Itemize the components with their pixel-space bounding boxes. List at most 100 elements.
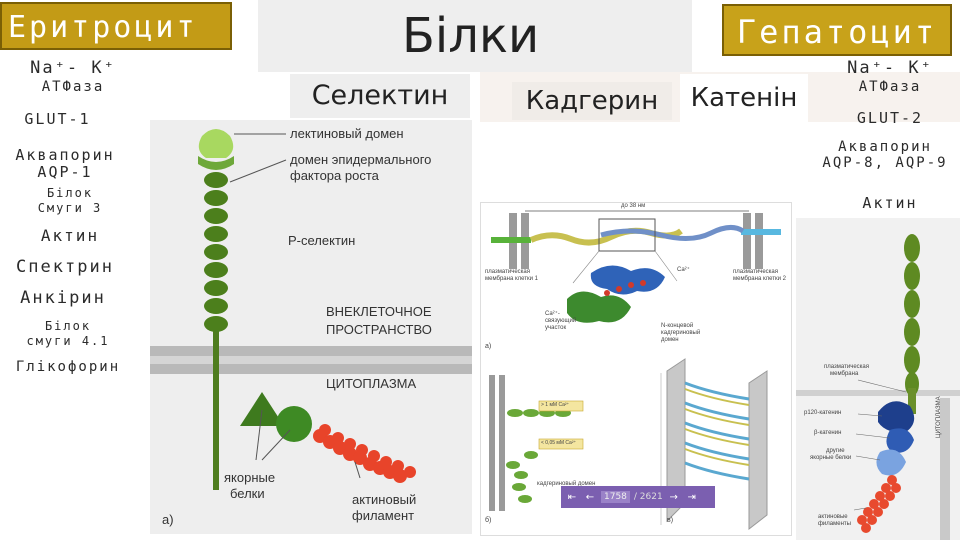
catenin-actin-label-1: актиновые (818, 514, 848, 520)
last-page-icon[interactable]: ⇥ (687, 491, 696, 503)
membrane-lower-band (150, 364, 472, 374)
catenin-membrane-label-2: мембрана (830, 371, 859, 377)
other-anchor-proteins (876, 449, 906, 476)
membrane-cell1-label-2: мембрана клетки 1 (485, 276, 539, 282)
lectin-domain-label: лектиновый домен (290, 126, 404, 141)
cadherin-beads-lower (506, 451, 538, 503)
cadherin-blue-end (741, 229, 781, 235)
selectin-heading: Селектин (290, 74, 470, 118)
membrane-upper-band (150, 346, 472, 356)
n-domain-label-1: N-концевой (661, 323, 694, 329)
ca-binding-label-3: участок (545, 325, 567, 331)
catenin-svg (796, 234, 960, 540)
calcium-high-label: > 1 мМ Ca²⁺ (541, 402, 570, 408)
cadherin-strand-blue (600, 225, 745, 241)
center-top-band (258, 0, 692, 72)
cadherin-panel-a-label: а) (485, 343, 492, 350)
n-domain-label-3: домен (661, 337, 679, 343)
anchor-label-2: белки (230, 486, 265, 501)
label-glut1: GLUT-1 (24, 110, 91, 128)
label-aquaporin-right: Аквапорин (838, 139, 932, 155)
ca-binding-blue (590, 265, 665, 295)
calcium-label: Ca²⁺ (677, 267, 690, 273)
cadherin-panel-b-label: б) (485, 517, 492, 524)
next-page-icon[interactable]: → (669, 491, 678, 503)
membrane-3d-right (748, 370, 768, 531)
panel-a-label: а) (162, 512, 174, 527)
catenin-heading: Катенін (680, 74, 808, 122)
catenin-membrane-label-1: плазматическая (824, 364, 870, 370)
p-selectin-label: P-селектин (288, 233, 356, 248)
ca-binding-label-1: Ca²⁺- (545, 311, 560, 317)
egf-beads (204, 172, 228, 332)
label-spectrin: Спектрин (16, 257, 114, 277)
catenin-membrane-b (796, 390, 960, 396)
page-number-input[interactable]: 1758 (601, 491, 630, 503)
page-total: / 2621 (633, 492, 663, 502)
label-band41-a: Білок (44, 319, 92, 333)
ca-ions (604, 280, 646, 296)
label-atpase: АТФаза (41, 79, 105, 95)
lectin-domain (198, 129, 234, 158)
ca-binding-green (567, 291, 631, 323)
membrane-cell2-label-2: мембрана клетки 2 (733, 276, 787, 282)
extracellular-label-2: ПРОСТРАНСТВО (326, 322, 432, 337)
selectin-stem (213, 320, 219, 490)
egf-label-2: фактора роста (290, 168, 379, 183)
catenin-cadherin-beads (904, 234, 920, 396)
label-actin-right: Актин (862, 194, 918, 212)
egf-label-1: домен эпидермального (290, 152, 432, 167)
membrane-cell2-b (755, 213, 763, 269)
cadherin-panel-c-label: в) (667, 517, 674, 524)
p120-catenin (878, 401, 915, 433)
anchor-label-1: якорные (224, 470, 276, 485)
label-band3-b: Смуги 3 (37, 201, 103, 215)
zoom-box (598, 218, 656, 252)
selectin-leader-lines (229, 133, 361, 479)
label-aquaporin: Аквапорин (15, 146, 115, 164)
selectin-figure: лектиновый домен домен эпидермального фа… (150, 120, 472, 534)
catenin-membrane (940, 398, 950, 540)
erythrocyte-title: Еритроцит (0, 2, 232, 50)
label-actin-left: Актин (40, 226, 100, 245)
actin-label-2: филамент (352, 508, 415, 523)
membrane-cell1-label-1: плазматическая (485, 269, 531, 275)
extracellular-label-1: ВНЕКЛЕТОЧНОЕ (326, 304, 432, 319)
lower-membrane-a (489, 375, 495, 511)
catenin-actin-label-2: филаменты (818, 521, 851, 527)
cadherin-3d-strands-yellow (684, 388, 750, 466)
page-navigator: ⇤ ← 1758 / 2621 → ⇥ (561, 486, 715, 508)
beta-catenin (886, 428, 914, 453)
label-atpase-right: АТФаза (858, 79, 922, 95)
label-ankyrin: Анкірин (20, 288, 106, 308)
prev-page-icon[interactable]: ← (585, 491, 595, 503)
proteins-title: Білки (402, 8, 540, 64)
calcium-low-label: < 0,05 мМ Ca²⁺ (541, 440, 577, 446)
catenin-figure: плазматическая мембрана p120-катенин β-к… (796, 218, 960, 540)
catenin-actin-filaments (857, 475, 901, 533)
other-anchor-label-2: якорные белки (810, 455, 852, 461)
label-glycophorin: Глікофорин (15, 359, 121, 375)
actin-label-1: актиновый (352, 492, 417, 507)
actin-filament (313, 424, 416, 483)
cadherin-figure: до 38 нм плазматическая мембрана клетки … (480, 202, 792, 536)
ca-binding-label-2: связующий (545, 318, 577, 324)
distance-label: до 38 нм (621, 203, 646, 209)
cadherin-svg (489, 210, 781, 531)
hepatocyte-title: Гепатоцит (722, 4, 952, 56)
lectin-domain-base (198, 156, 234, 170)
cadherin-3d-strands (684, 381, 750, 481)
catenin-stem (908, 388, 916, 414)
membrane-gap (150, 356, 472, 364)
cytoplasm-label: ЦИТОПЛАЗМА (326, 376, 417, 391)
first-page-icon[interactable]: ⇤ (567, 491, 577, 503)
cadherin-domain-label: кадгериновый домен (537, 481, 596, 487)
cadherin-heading: Кадгерин (512, 82, 672, 120)
catenin-leader-lines (853, 379, 907, 511)
cadherin-green-end (491, 237, 531, 243)
beta-catenin-label: β-катенин (814, 430, 842, 436)
label-aqp8-9: AQP-8, AQP-9 (822, 155, 948, 171)
label-na-k-right: Na⁺- K⁺ (847, 58, 933, 78)
calcium-low-box (538, 438, 584, 450)
label-aqp1: AQP-1 (37, 163, 93, 181)
